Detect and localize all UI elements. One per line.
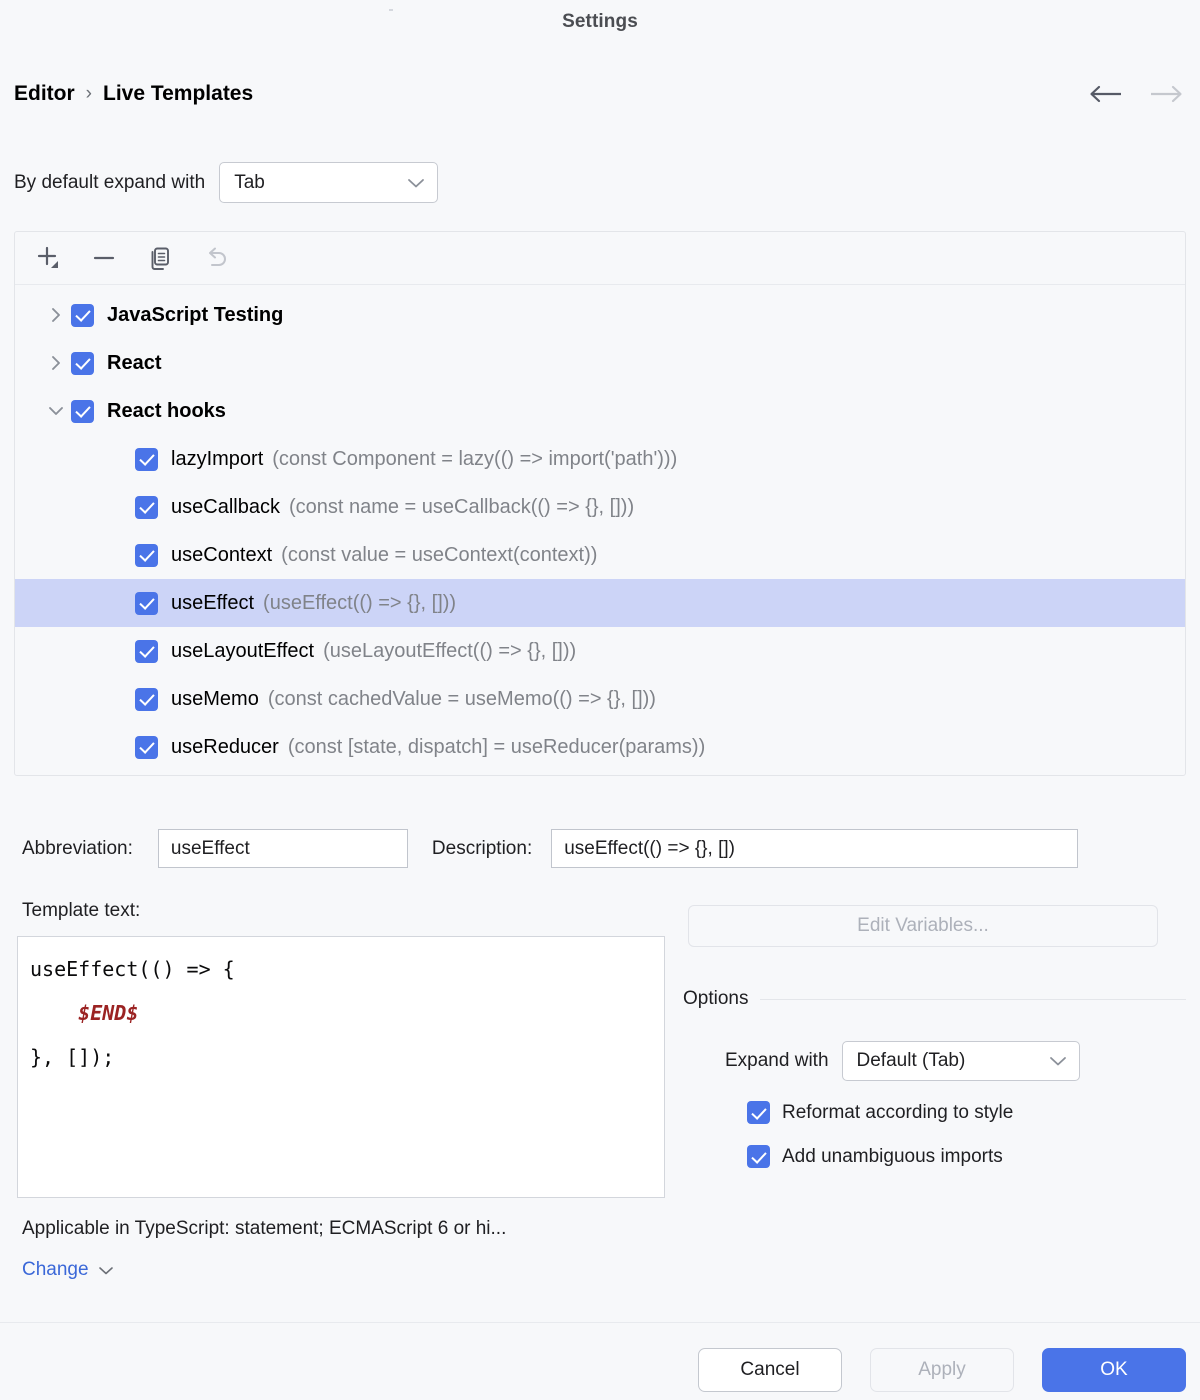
option-imports-row[interactable]: Add unambiguous imports xyxy=(747,1145,1003,1168)
template-variable-end: $END$ xyxy=(78,1001,139,1025)
option-expand-with-label: Expand with xyxy=(725,1050,829,1071)
plus-icon[interactable] xyxy=(33,243,63,273)
change-context-link[interactable]: Change xyxy=(22,1259,114,1281)
template-row-lazyimport[interactable]: lazyImport (const Component = lazy(() =>… xyxy=(15,435,1185,483)
chevron-down-icon xyxy=(1049,1055,1067,1067)
template-description: (useEffect(() => {}, [])) xyxy=(263,591,457,614)
template-text-label: Template text: xyxy=(22,900,141,921)
tree-group-label: React xyxy=(107,351,162,374)
description-label: Description: xyxy=(431,837,533,859)
default-expand-with-row: By default expand with Tab xyxy=(14,162,439,203)
title-artifact xyxy=(389,9,393,11)
template-row-useeffect[interactable]: useEffect (useEffect(() => {}, [])) xyxy=(15,579,1185,627)
abbreviation-input[interactable]: useEffect xyxy=(157,829,408,868)
tree-group-react-hooks[interactable]: React hooks xyxy=(15,387,1185,435)
reformat-checkbox[interactable] xyxy=(747,1101,770,1124)
option-expand-with-row: Expand with Default (Tab) xyxy=(725,1041,1080,1081)
navigation-arrows xyxy=(1088,82,1184,106)
options-divider xyxy=(760,998,1186,1000)
chevron-down-icon xyxy=(407,177,425,189)
default-expand-with-value: Tab xyxy=(234,171,265,193)
copy-icon[interactable] xyxy=(145,243,175,273)
template-description: (const name = useCallback(() => {}, [])) xyxy=(288,495,635,518)
template-checkbox[interactable] xyxy=(135,495,158,519)
chevron-right-icon[interactable] xyxy=(41,354,71,372)
ok-button[interactable]: OK xyxy=(1042,1348,1186,1392)
chevron-down-icon[interactable] xyxy=(41,404,71,418)
template-text-indent xyxy=(30,1001,78,1025)
reformat-label: Reformat according to style xyxy=(782,1101,1014,1123)
template-name: useLayoutEffect xyxy=(171,639,315,662)
undo-icon xyxy=(201,243,231,273)
breadcrumb-root[interactable]: Editor xyxy=(14,82,75,105)
template-row-usecontext[interactable]: useContext (const value = useContext(con… xyxy=(15,531,1185,579)
template-row-usecallback[interactable]: useCallback (const name = useCallback(()… xyxy=(15,483,1185,531)
footer-buttons: Cancel Apply OK xyxy=(698,1348,1186,1392)
option-expand-with-value: Default (Tab) xyxy=(856,1050,966,1071)
template-row-uselayouteffect[interactable]: useLayoutEffect (useLayoutEffect(() => {… xyxy=(15,627,1185,675)
chevron-right-icon[interactable] xyxy=(41,306,71,324)
chevron-down-icon xyxy=(98,1265,114,1276)
template-description: (const value = useContext(context)) xyxy=(281,543,598,566)
tree-group-checkbox[interactable] xyxy=(71,399,94,423)
template-name: useContext xyxy=(171,543,273,566)
template-checkbox[interactable] xyxy=(135,591,158,615)
template-name: useReducer xyxy=(171,735,279,758)
template-text-line-3: }, []); xyxy=(30,1045,115,1069)
arrow-right-icon xyxy=(1146,82,1184,106)
template-checkbox[interactable] xyxy=(135,447,158,471)
description-input[interactable]: useEffect(() => {}, []) xyxy=(551,829,1079,868)
abbreviation-label: Abbreviation: xyxy=(22,837,133,859)
template-checkbox[interactable] xyxy=(135,687,158,711)
template-name: useCallback xyxy=(171,495,280,518)
templates-tree: JavaScript Testing React React hooks laz… xyxy=(15,285,1185,771)
templates-toolbar xyxy=(15,232,1185,285)
template-description: (useLayoutEffect(() => {}, [])) xyxy=(323,639,577,662)
tree-group-label: React hooks xyxy=(107,399,226,422)
options-group: Options Expand with Default (Tab) Reform… xyxy=(683,988,1186,1188)
template-description: (const cachedValue = useMemo(() => {}, [… xyxy=(267,687,656,710)
option-expand-with-select[interactable]: Default (Tab) xyxy=(841,1041,1080,1081)
change-label: Change xyxy=(22,1259,89,1280)
template-name: lazyImport xyxy=(171,447,264,470)
template-name: useEffect xyxy=(171,591,255,614)
tree-group-checkbox[interactable] xyxy=(71,303,94,327)
template-row-usememo[interactable]: useMemo (const cachedValue = useMemo(() … xyxy=(15,675,1185,723)
template-description: (const Component = lazy(() => import('pa… xyxy=(272,447,678,470)
breadcrumb-separator: › xyxy=(85,83,92,104)
options-legend: Options xyxy=(683,988,749,1009)
option-reformat-row[interactable]: Reformat according to style xyxy=(747,1101,1013,1124)
tree-group-label: JavaScript Testing xyxy=(107,303,284,326)
default-expand-with-select[interactable]: Tab xyxy=(219,162,439,203)
apply-button: Apply xyxy=(870,1348,1014,1392)
template-checkbox[interactable] xyxy=(135,735,158,759)
template-text-line-1: useEffect(() => { xyxy=(30,957,235,981)
breadcrumb-leaf: Live Templates xyxy=(103,82,254,105)
template-description: (const [state, dispatch] = useReducer(pa… xyxy=(287,735,706,758)
template-checkbox[interactable] xyxy=(135,543,158,567)
default-expand-with-label: By default expand with xyxy=(14,171,206,193)
edit-variables-button: Edit Variables... xyxy=(688,905,1158,947)
imports-label: Add unambiguous imports xyxy=(782,1145,1003,1167)
template-checkbox[interactable] xyxy=(135,639,158,663)
arrow-left-icon[interactable] xyxy=(1088,82,1126,106)
footer-divider xyxy=(0,1322,1200,1323)
templates-tree-panel: JavaScript Testing React React hooks laz… xyxy=(14,231,1186,776)
dialog-title: Settings xyxy=(562,11,638,32)
breadcrumb: Editor › Live Templates xyxy=(14,82,253,106)
template-text-editor[interactable]: useEffect(() => { $END$ }, []); xyxy=(17,936,665,1198)
tree-group-react[interactable]: React xyxy=(15,339,1185,387)
template-row-usereducer[interactable]: useReducer (const [state, dispatch] = us… xyxy=(15,723,1185,771)
applicable-context-text: Applicable in TypeScript: statement; ECM… xyxy=(22,1218,507,1239)
template-name: useMemo xyxy=(171,687,259,710)
tree-group-checkbox[interactable] xyxy=(71,351,94,375)
imports-checkbox[interactable] xyxy=(747,1145,770,1168)
options-legend-row: Options xyxy=(683,988,1186,1010)
abbreviation-description-row: Abbreviation: useEffect Description: use… xyxy=(22,829,1079,868)
tree-group-javascript-testing[interactable]: JavaScript Testing xyxy=(15,291,1185,339)
cancel-button[interactable]: Cancel xyxy=(698,1348,842,1392)
minus-icon[interactable] xyxy=(89,243,119,273)
